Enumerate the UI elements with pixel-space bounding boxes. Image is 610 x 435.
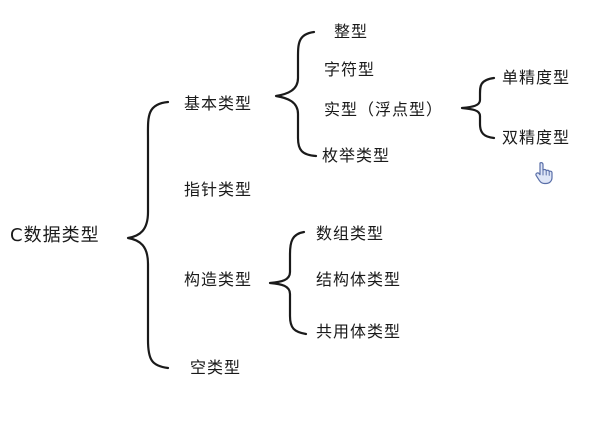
single-precision-node: 单精度型 (502, 68, 571, 87)
basic-brace (274, 30, 318, 158)
constructed-type-node: 构造类型 (184, 270, 253, 289)
union-type-node: 共用体类型 (316, 322, 402, 341)
basic-type-node: 基本类型 (184, 94, 253, 113)
hand-pointer-icon (535, 162, 553, 185)
real-brace (460, 76, 496, 140)
double-precision-node: 双精度型 (502, 128, 571, 147)
constructed-brace (268, 230, 308, 336)
enum-type-node: 枚举类型 (322, 146, 391, 165)
real-type-node: 实型（浮点型） (324, 100, 444, 119)
root-brace (126, 100, 170, 370)
root-node: C数据类型 (10, 225, 100, 246)
void-type-node: 空类型 (190, 358, 242, 377)
array-type-node: 数组类型 (316, 224, 385, 243)
char-type-node: 字符型 (324, 60, 376, 79)
pointer-type-node: 指针类型 (184, 180, 253, 199)
integer-type-node: 整型 (334, 22, 369, 41)
struct-type-node: 结构体类型 (316, 270, 402, 289)
